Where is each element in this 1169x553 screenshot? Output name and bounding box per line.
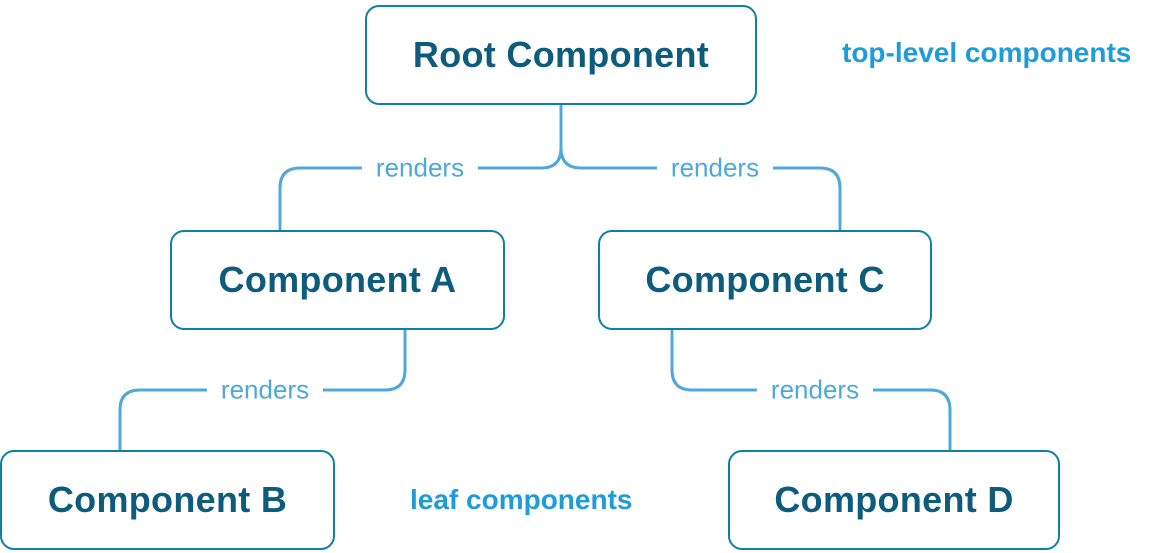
edge-label-renders-root-a: renders (361, 154, 479, 183)
node-root-component: Root Component (365, 5, 757, 105)
node-component-c-label: Component C (645, 259, 885, 300)
annotation-leaf-components: leaf components (410, 484, 633, 515)
node-component-b-label: Component B (47, 479, 288, 520)
node-component-d-label: Component D (774, 479, 1014, 520)
node-root-component-label: Root Component (412, 34, 710, 75)
edge-label-renders-c-d: renders (756, 376, 874, 405)
edge-label-renders-root-c: renders (656, 154, 774, 183)
edge-label-renders-a-b: renders (206, 376, 324, 405)
annotation-top-level-components: top-level components (842, 37, 1132, 68)
node-component-c: Component C (598, 230, 932, 330)
node-component-d: Component D (728, 450, 1060, 550)
node-component-b: Component B (0, 450, 335, 550)
node-component-a: Component A (170, 230, 505, 330)
node-component-a-label: Component A (218, 259, 457, 300)
